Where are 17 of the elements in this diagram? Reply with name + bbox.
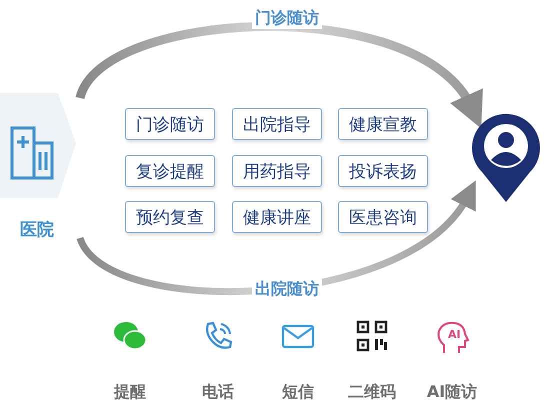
curved-arrow [76, 22, 485, 126]
topic-box: 医患咨询 [338, 201, 428, 233]
topic-box: 出院指导 [232, 108, 322, 140]
node-label: 医院 [19, 219, 55, 241]
topic-box: 复诊提醒 [125, 155, 215, 187]
topic-box: 投诉表扬 [338, 155, 428, 187]
channel-label: 二维码 [348, 382, 396, 403]
topic-box: 门诊随访 [125, 108, 215, 140]
topic-box: 预约复查 [125, 201, 215, 233]
topic-box: 用药指导 [232, 155, 322, 187]
channel-label: AI随访 [426, 382, 478, 403]
topic-box: 健康宣教 [338, 108, 428, 140]
channel-label: 电话 [202, 382, 234, 403]
edge-label: 门诊随访 [252, 8, 322, 29]
channel-label: 提醒 [114, 382, 146, 403]
topic-box: 健康讲座 [232, 201, 322, 233]
channel-label: 短信 [282, 382, 314, 403]
